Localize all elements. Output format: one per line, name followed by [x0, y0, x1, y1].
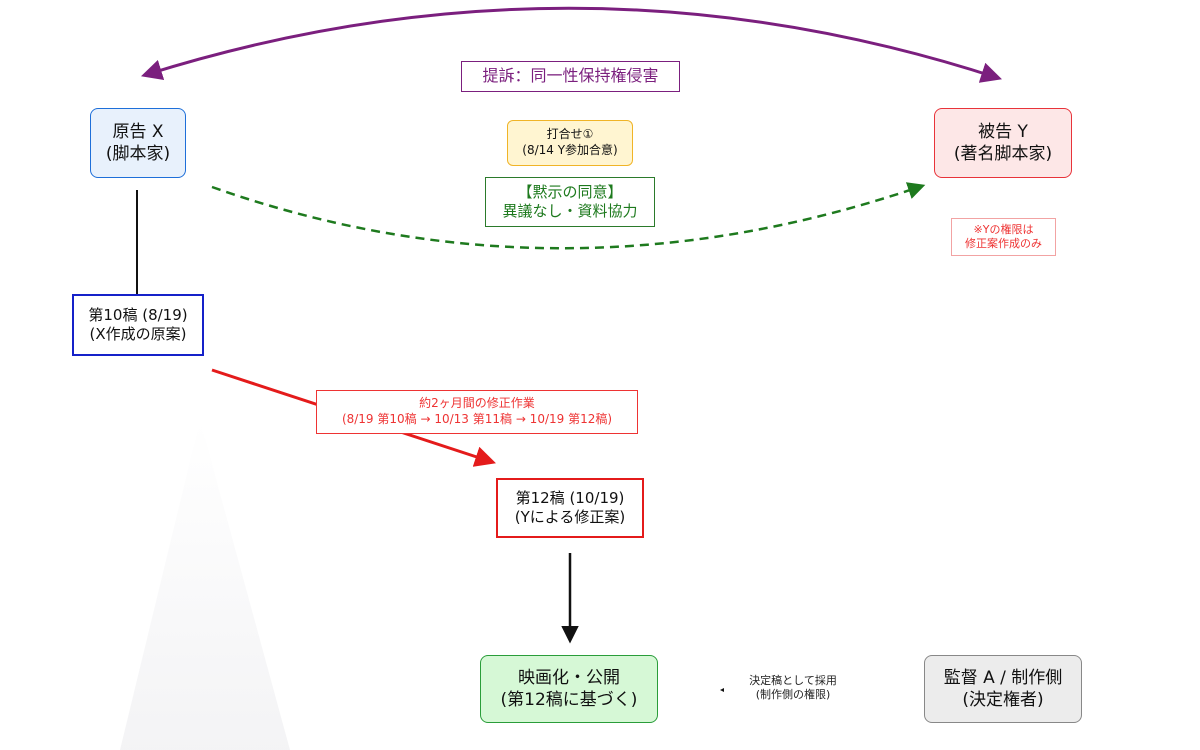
director-node: 監督 A / 制作側 (決定権者) — [924, 655, 1082, 723]
meeting-title: 打合せ① — [546, 127, 594, 142]
draft12-node: 第12稿 (10/19) (Yによる修正案) — [496, 478, 644, 538]
draft10-node: 第10稿 (8/19) (X作成の原案) — [72, 294, 204, 356]
draft10-subtitle: (X作成の原案) — [89, 325, 187, 343]
y-note-line2: 修正案作成のみ — [965, 237, 1042, 250]
meeting-label: 打合せ① (8/14 Y参加合意) — [507, 120, 633, 166]
defendant-subtitle: (著名脚本家) — [953, 144, 1053, 164]
meeting-detail: (8/14 Y参加合意) — [522, 143, 618, 157]
adoption-label: 決定稿として採用 (制作側の権限) — [722, 667, 864, 709]
tacit-title: 【黙示の同意】 — [517, 182, 623, 201]
revision-title: 約2ヶ月間の修正作業 — [419, 396, 535, 411]
plaintiff-subtitle: (脚本家) — [105, 144, 171, 164]
film-release-node: 映画化・公開 (第12稿に基づく) — [480, 655, 658, 723]
adoption-title: 決定稿として採用 — [749, 673, 837, 687]
draft12-subtitle: (Yによる修正案) — [514, 508, 626, 526]
plaintiff-node: 原告 X (脚本家) — [90, 108, 186, 178]
tacit-detail: 異議なし・資料協力 — [502, 202, 638, 220]
director-title: 監督 A / 制作側 — [943, 667, 1063, 688]
adoption-detail: (制作側の権限) — [755, 688, 831, 701]
director-subtitle: (決定権者) — [962, 690, 1044, 710]
revision-detail: (8/19 第10稿 → 10/13 第11稿 → 10/19 第12稿) — [341, 412, 613, 426]
draft10-title: 第10稿 (8/19) — [88, 305, 188, 324]
film-title: 映画化・公開 — [518, 667, 620, 688]
lawsuit-text: 提訴：同一性保持権侵害 — [482, 66, 659, 86]
film-subtitle: (第12稿に基づく) — [500, 690, 638, 710]
draft12-title: 第12稿 (10/19) — [515, 488, 625, 507]
lawsuit-label: 提訴：同一性保持権侵害 — [461, 61, 680, 92]
background-shade — [120, 420, 290, 750]
plaintiff-title: 原告 X — [112, 121, 164, 142]
defendant-title: 被告 Y — [978, 121, 1028, 142]
lawsuit-arrow — [140, 6, 1002, 83]
tacit-consent-label: 【黙示の同意】 異議なし・資料協力 — [485, 177, 655, 227]
revision-label: 約2ヶ月間の修正作業 (8/19 第10稿 → 10/13 第11稿 → 10/… — [316, 390, 638, 434]
tacit-consent-arrow — [211, 182, 926, 250]
adoption-arrow-tip — [720, 688, 724, 692]
y-note-line1: ※Yの権限は — [973, 222, 1034, 236]
defendant-node: 被告 Y (著名脚本家) — [934, 108, 1072, 178]
y-authority-note: ※Yの権限は 修正案作成のみ — [951, 218, 1056, 256]
